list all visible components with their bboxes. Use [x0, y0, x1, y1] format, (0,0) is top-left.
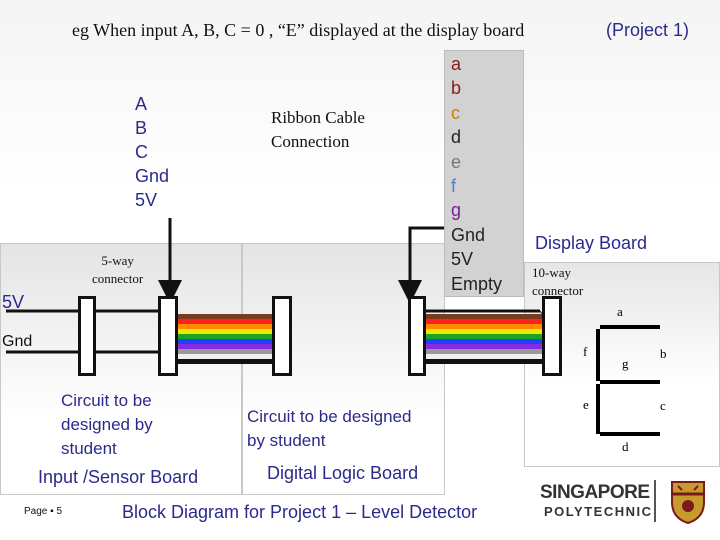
segment-g	[600, 380, 660, 384]
signal-line-a: a	[451, 54, 462, 74]
ribbon-wire	[178, 359, 272, 364]
crest-icon	[671, 481, 705, 524]
rail-5v-label: 5V	[2, 292, 25, 312]
ribbon-wire	[178, 334, 272, 339]
ribbon-wire	[178, 344, 272, 349]
segment-b-label: b	[660, 346, 667, 361]
signal-line-gnd: Gnd	[451, 224, 486, 245]
slide-caption: Block Diagram for Project 1 – Level Dete…	[122, 502, 478, 522]
ribbon-wire	[178, 329, 272, 334]
ribbon-wire	[178, 339, 272, 344]
segment-a	[600, 325, 660, 329]
ribbon-wire	[426, 314, 542, 319]
signal-line-g: g	[451, 200, 462, 221]
input-board-circuit-text: Circuit to be designed by student	[61, 391, 153, 458]
segment-e-label: e	[583, 397, 589, 412]
ribbon-wire	[426, 344, 542, 349]
ten-way-connector	[272, 296, 292, 376]
segment-d	[600, 432, 660, 436]
input-board-title: Input /Sensor Board	[38, 467, 199, 487]
input-pin-a: A	[135, 94, 148, 114]
rail-gnd-label: Gnd	[2, 333, 33, 350]
input-sensor-board	[0, 243, 242, 495]
ribbon-wire	[178, 349, 272, 354]
input-pin-gnd: Gnd	[135, 166, 170, 186]
five-way-connector-label: 5-way connector	[92, 253, 144, 286]
segment-f	[596, 329, 600, 381]
ribbon-wire	[178, 319, 272, 324]
project-label: (Project 1)	[606, 20, 690, 40]
ribbon-wire	[426, 354, 542, 359]
five-way-connector	[158, 296, 178, 376]
ribbon-wire	[426, 339, 542, 344]
ribbon-wire	[178, 324, 272, 329]
signal-line-c: c	[451, 102, 460, 123]
logic-board-title: Digital Logic Board	[267, 463, 419, 483]
signal-line-f: f	[451, 176, 457, 197]
example-caption: eg When input A, B, C = 0 , “E” displaye…	[72, 20, 525, 40]
segment-e	[596, 384, 600, 434]
input-pin-5v: 5V	[135, 190, 158, 210]
ribbon-cable-left	[178, 314, 272, 364]
logic-board-right-connector	[408, 296, 426, 376]
segment-c-label: c	[660, 398, 666, 413]
input-pin-b: B	[135, 118, 148, 138]
logo-divider	[654, 480, 656, 522]
ribbon-wire	[426, 324, 542, 329]
ribbon-wire	[426, 334, 542, 339]
signal-line-empty: Empty	[451, 273, 503, 294]
ten-way-connector-label: 10-way connector	[532, 265, 584, 298]
ribbon-wire	[426, 349, 542, 354]
input-board-connector	[78, 296, 96, 376]
logo-line1: SINGAPORE	[540, 482, 650, 503]
signal-line-b: b	[451, 78, 462, 99]
logo-line2: POLYTECHNIC	[544, 504, 653, 519]
signal-line-panel	[444, 50, 524, 297]
logic-board-circuit-text: Circuit to be designed by student	[247, 407, 412, 450]
signal-line-d: d	[451, 127, 462, 148]
segment-d-label: d	[622, 439, 629, 454]
singapore-polytechnic-logo: SINGAPORE POLYTECHNIC	[538, 478, 716, 526]
ribbon-wire	[178, 354, 272, 359]
input-pin-c: C	[135, 142, 148, 162]
ribbon-wire	[426, 329, 542, 334]
header-background	[0, 0, 720, 268]
ribbon-cable-label: Ribbon Cable Connection	[271, 108, 365, 151]
signal-line-e: e	[451, 151, 462, 172]
ribbon-wire	[178, 314, 272, 319]
segment-f-label: f	[583, 344, 588, 359]
ribbon-wire	[426, 359, 542, 364]
arrow-to-10-way-connector	[398, 226, 444, 304]
display-board-title: Display Board	[535, 233, 648, 253]
ribbon-cable-right	[426, 314, 542, 364]
page-number: Page ▪ 5	[24, 506, 63, 517]
segment-g-label: g	[622, 356, 629, 371]
ribbon-wire	[426, 319, 542, 324]
signal-line-5v: 5V	[451, 249, 474, 270]
seven-segment-display: a b f g e c d	[580, 300, 700, 460]
display-board-connector	[542, 296, 562, 376]
segment-a-label: a	[617, 304, 623, 319]
